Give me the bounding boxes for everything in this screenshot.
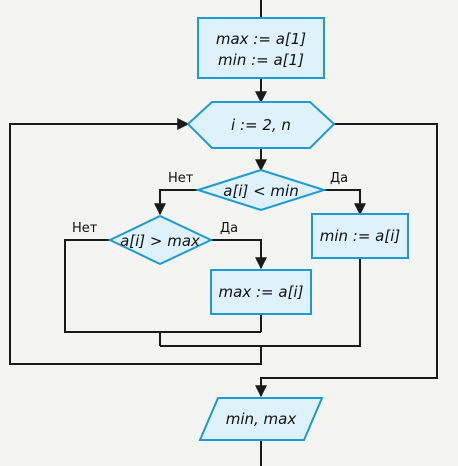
assign-max-label: max := a[i] [219, 283, 304, 301]
connector-cond-max-yes [211, 239, 267, 270]
cond-max-label: a[i] > max [120, 232, 200, 250]
assign-min-label: min := a[i] [320, 227, 401, 245]
assign-max-block: max := a[i] [210, 269, 312, 315]
connector-loop-exit [255, 123, 438, 398]
assign-min-block: min := a[i] [311, 213, 409, 259]
loop-block: i := 2, n [186, 101, 336, 149]
connector-cond-max-no [64, 239, 261, 333]
cond-min-label: a[i] < min [223, 182, 298, 200]
cond-max-yes-label: Да [220, 221, 238, 236]
connector-assign-min-down [160, 258, 361, 347]
cond-min-yes-label: Да [330, 171, 348, 186]
connectors [9, 0, 438, 466]
init-block: max := a[1] min := a[1] [197, 17, 325, 79]
connector-cond-min-no [154, 189, 198, 216]
cond-max-no-label: Нет [72, 221, 98, 236]
loop-label: i := 2, n [231, 116, 291, 134]
connector-loop-back [9, 118, 262, 365]
output-label: min, max [226, 410, 297, 428]
cond-max-block: a[i] > max Да Нет [72, 214, 238, 266]
connector-cond-min-yes [324, 189, 366, 216]
init-line-1: max := a[1] [216, 30, 306, 48]
output-block: min, max [198, 397, 324, 441]
cond-min-no-label: Нет [168, 171, 194, 186]
init-line-2: min := a[1] [218, 51, 304, 69]
cond-min-block: a[i] < min Да Нет [168, 168, 348, 212]
